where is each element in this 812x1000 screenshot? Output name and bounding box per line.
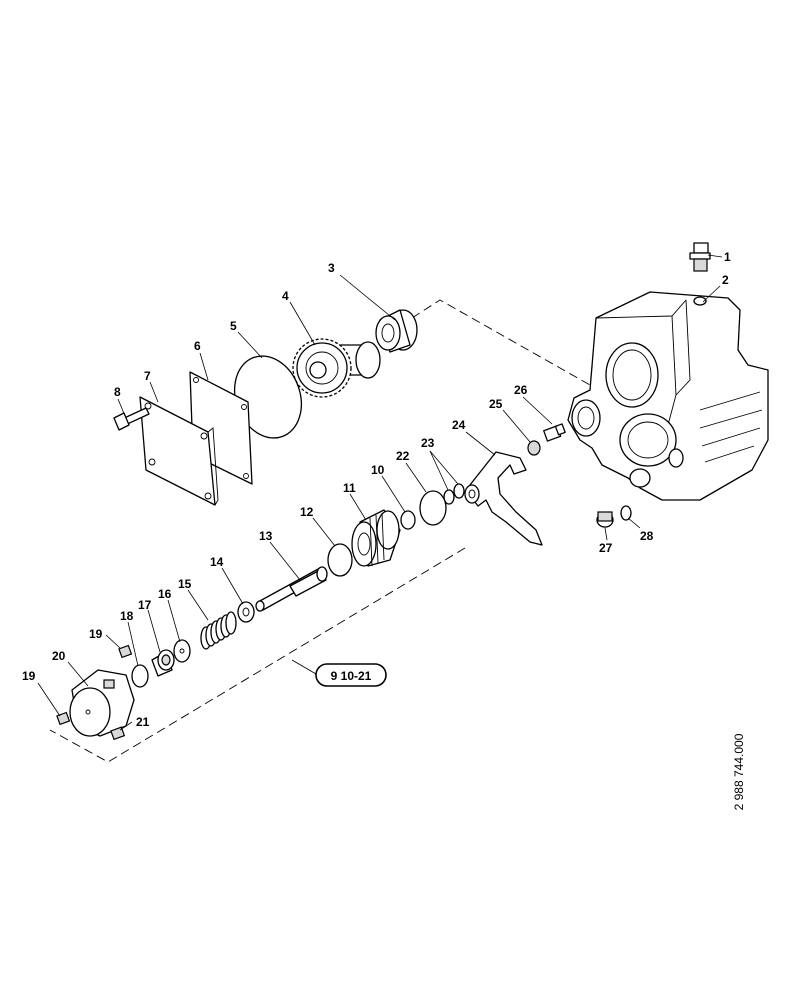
callout-21: 21 bbox=[136, 715, 150, 729]
part-seal-25 bbox=[527, 440, 541, 456]
part-ring-23b bbox=[453, 483, 465, 499]
part-housing bbox=[567, 291, 769, 501]
part-cover-plate bbox=[139, 396, 219, 506]
callout-6: 6 bbox=[194, 339, 201, 353]
part-bearing bbox=[375, 309, 418, 353]
part-plug bbox=[543, 423, 566, 442]
callout-7: 7 bbox=[144, 369, 151, 383]
callout-19-lower: 19 bbox=[22, 669, 36, 683]
part-bushing bbox=[151, 649, 175, 677]
part-threaded-plug bbox=[351, 509, 401, 567]
part-oring-22 bbox=[419, 490, 447, 526]
callout-27: 27 bbox=[599, 541, 613, 555]
callout-12: 12 bbox=[300, 505, 314, 519]
callout-16: 16 bbox=[158, 587, 172, 601]
callout-1: 1 bbox=[724, 250, 731, 264]
callout-25: 25 bbox=[489, 397, 503, 411]
part-cap-housing bbox=[69, 669, 135, 737]
callout-19-upper: 19 bbox=[89, 627, 103, 641]
callout-13: 13 bbox=[259, 529, 273, 543]
part-bolt bbox=[113, 407, 150, 431]
part-shift-fork bbox=[464, 451, 543, 546]
callout-10: 10 bbox=[371, 463, 385, 477]
callout-18: 18 bbox=[120, 609, 134, 623]
callout-5: 5 bbox=[230, 319, 237, 333]
part-disc bbox=[173, 639, 191, 663]
part-oring-12 bbox=[327, 543, 353, 577]
callout-24: 24 bbox=[452, 418, 466, 432]
callout-26: 26 bbox=[514, 383, 528, 397]
part-shaft bbox=[255, 566, 328, 612]
part-seal-28 bbox=[620, 505, 632, 521]
callout-20: 20 bbox=[52, 649, 66, 663]
reference-box: 9 10-21 bbox=[291, 659, 387, 687]
callout-22: 22 bbox=[396, 449, 410, 463]
callout-15: 15 bbox=[178, 577, 192, 591]
reference-box-label: 9 10-21 bbox=[331, 669, 372, 683]
leader-lines bbox=[37, 254, 723, 731]
part-screw-19-upper bbox=[118, 644, 133, 659]
callout-2: 2 bbox=[722, 273, 729, 287]
part-oring-18 bbox=[131, 664, 149, 688]
callout-17: 17 bbox=[138, 598, 152, 612]
callout-labels: 1 2 3 4 5 6 7 8 26 25 24 23 22 10 11 12 … bbox=[22, 250, 731, 729]
part-screw-21 bbox=[110, 726, 126, 741]
part-drain-plug bbox=[596, 511, 614, 528]
part-ring-23a bbox=[443, 489, 455, 505]
callout-11: 11 bbox=[343, 481, 356, 495]
callout-3: 3 bbox=[328, 261, 335, 275]
callout-4: 4 bbox=[282, 289, 289, 303]
part-breather-fitting bbox=[689, 242, 711, 272]
dashed-assembly-line-upper bbox=[411, 299, 591, 386]
callout-14: 14 bbox=[210, 555, 224, 569]
part-washer-14 bbox=[237, 601, 255, 623]
part-gear bbox=[292, 338, 381, 398]
callout-8: 8 bbox=[114, 385, 121, 399]
part-spring bbox=[200, 611, 237, 650]
drawing-number: 2 988 744.000 bbox=[732, 733, 746, 811]
callout-28: 28 bbox=[640, 529, 654, 543]
callout-23: 23 bbox=[421, 436, 435, 450]
part-oring-10 bbox=[400, 510, 416, 530]
